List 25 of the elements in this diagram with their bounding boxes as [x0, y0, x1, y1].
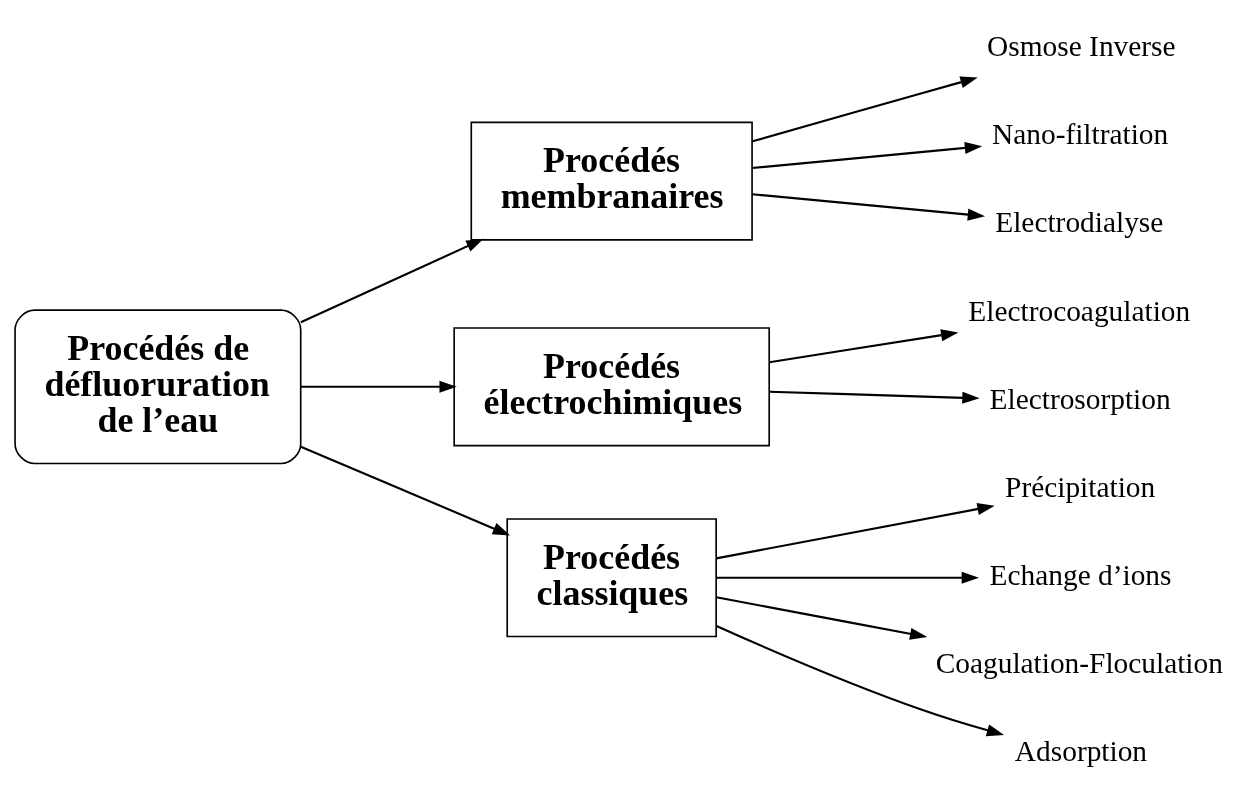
- arrow: [716, 624, 1005, 737]
- arrow: [300, 445, 511, 536]
- node-text: Coagulation-Floculation: [935, 647, 1223, 680]
- node-box: Procédés classiques: [506, 518, 717, 638]
- node-text: Osmose Inverse: [987, 30, 1176, 63]
- node-box: Procédés de défluoruration de l’eau: [14, 309, 302, 465]
- node-text: Nano-filtration: [992, 118, 1169, 151]
- node-text: Précipitation: [1005, 470, 1156, 503]
- arrow: [716, 596, 928, 640]
- node-text: Electrosorption: [989, 382, 1171, 415]
- arrow: [716, 571, 979, 584]
- node-box: Procédés membranaires: [470, 121, 753, 241]
- arrow: [769, 329, 959, 364]
- node-text: Echange d’ions: [989, 558, 1172, 591]
- arrow: [752, 193, 986, 221]
- arrow: [716, 503, 995, 560]
- node-text: Adsorption: [1014, 735, 1148, 768]
- node-box: Procédés électrochimiques: [453, 327, 770, 447]
- arrow: [752, 141, 983, 170]
- arrow: [752, 76, 978, 143]
- arrow: [300, 380, 457, 393]
- node-text: Electrocoagulation: [968, 294, 1191, 327]
- node-text: Electrodialyse: [995, 206, 1164, 239]
- arrow: [300, 238, 484, 324]
- arrow: [769, 390, 980, 404]
